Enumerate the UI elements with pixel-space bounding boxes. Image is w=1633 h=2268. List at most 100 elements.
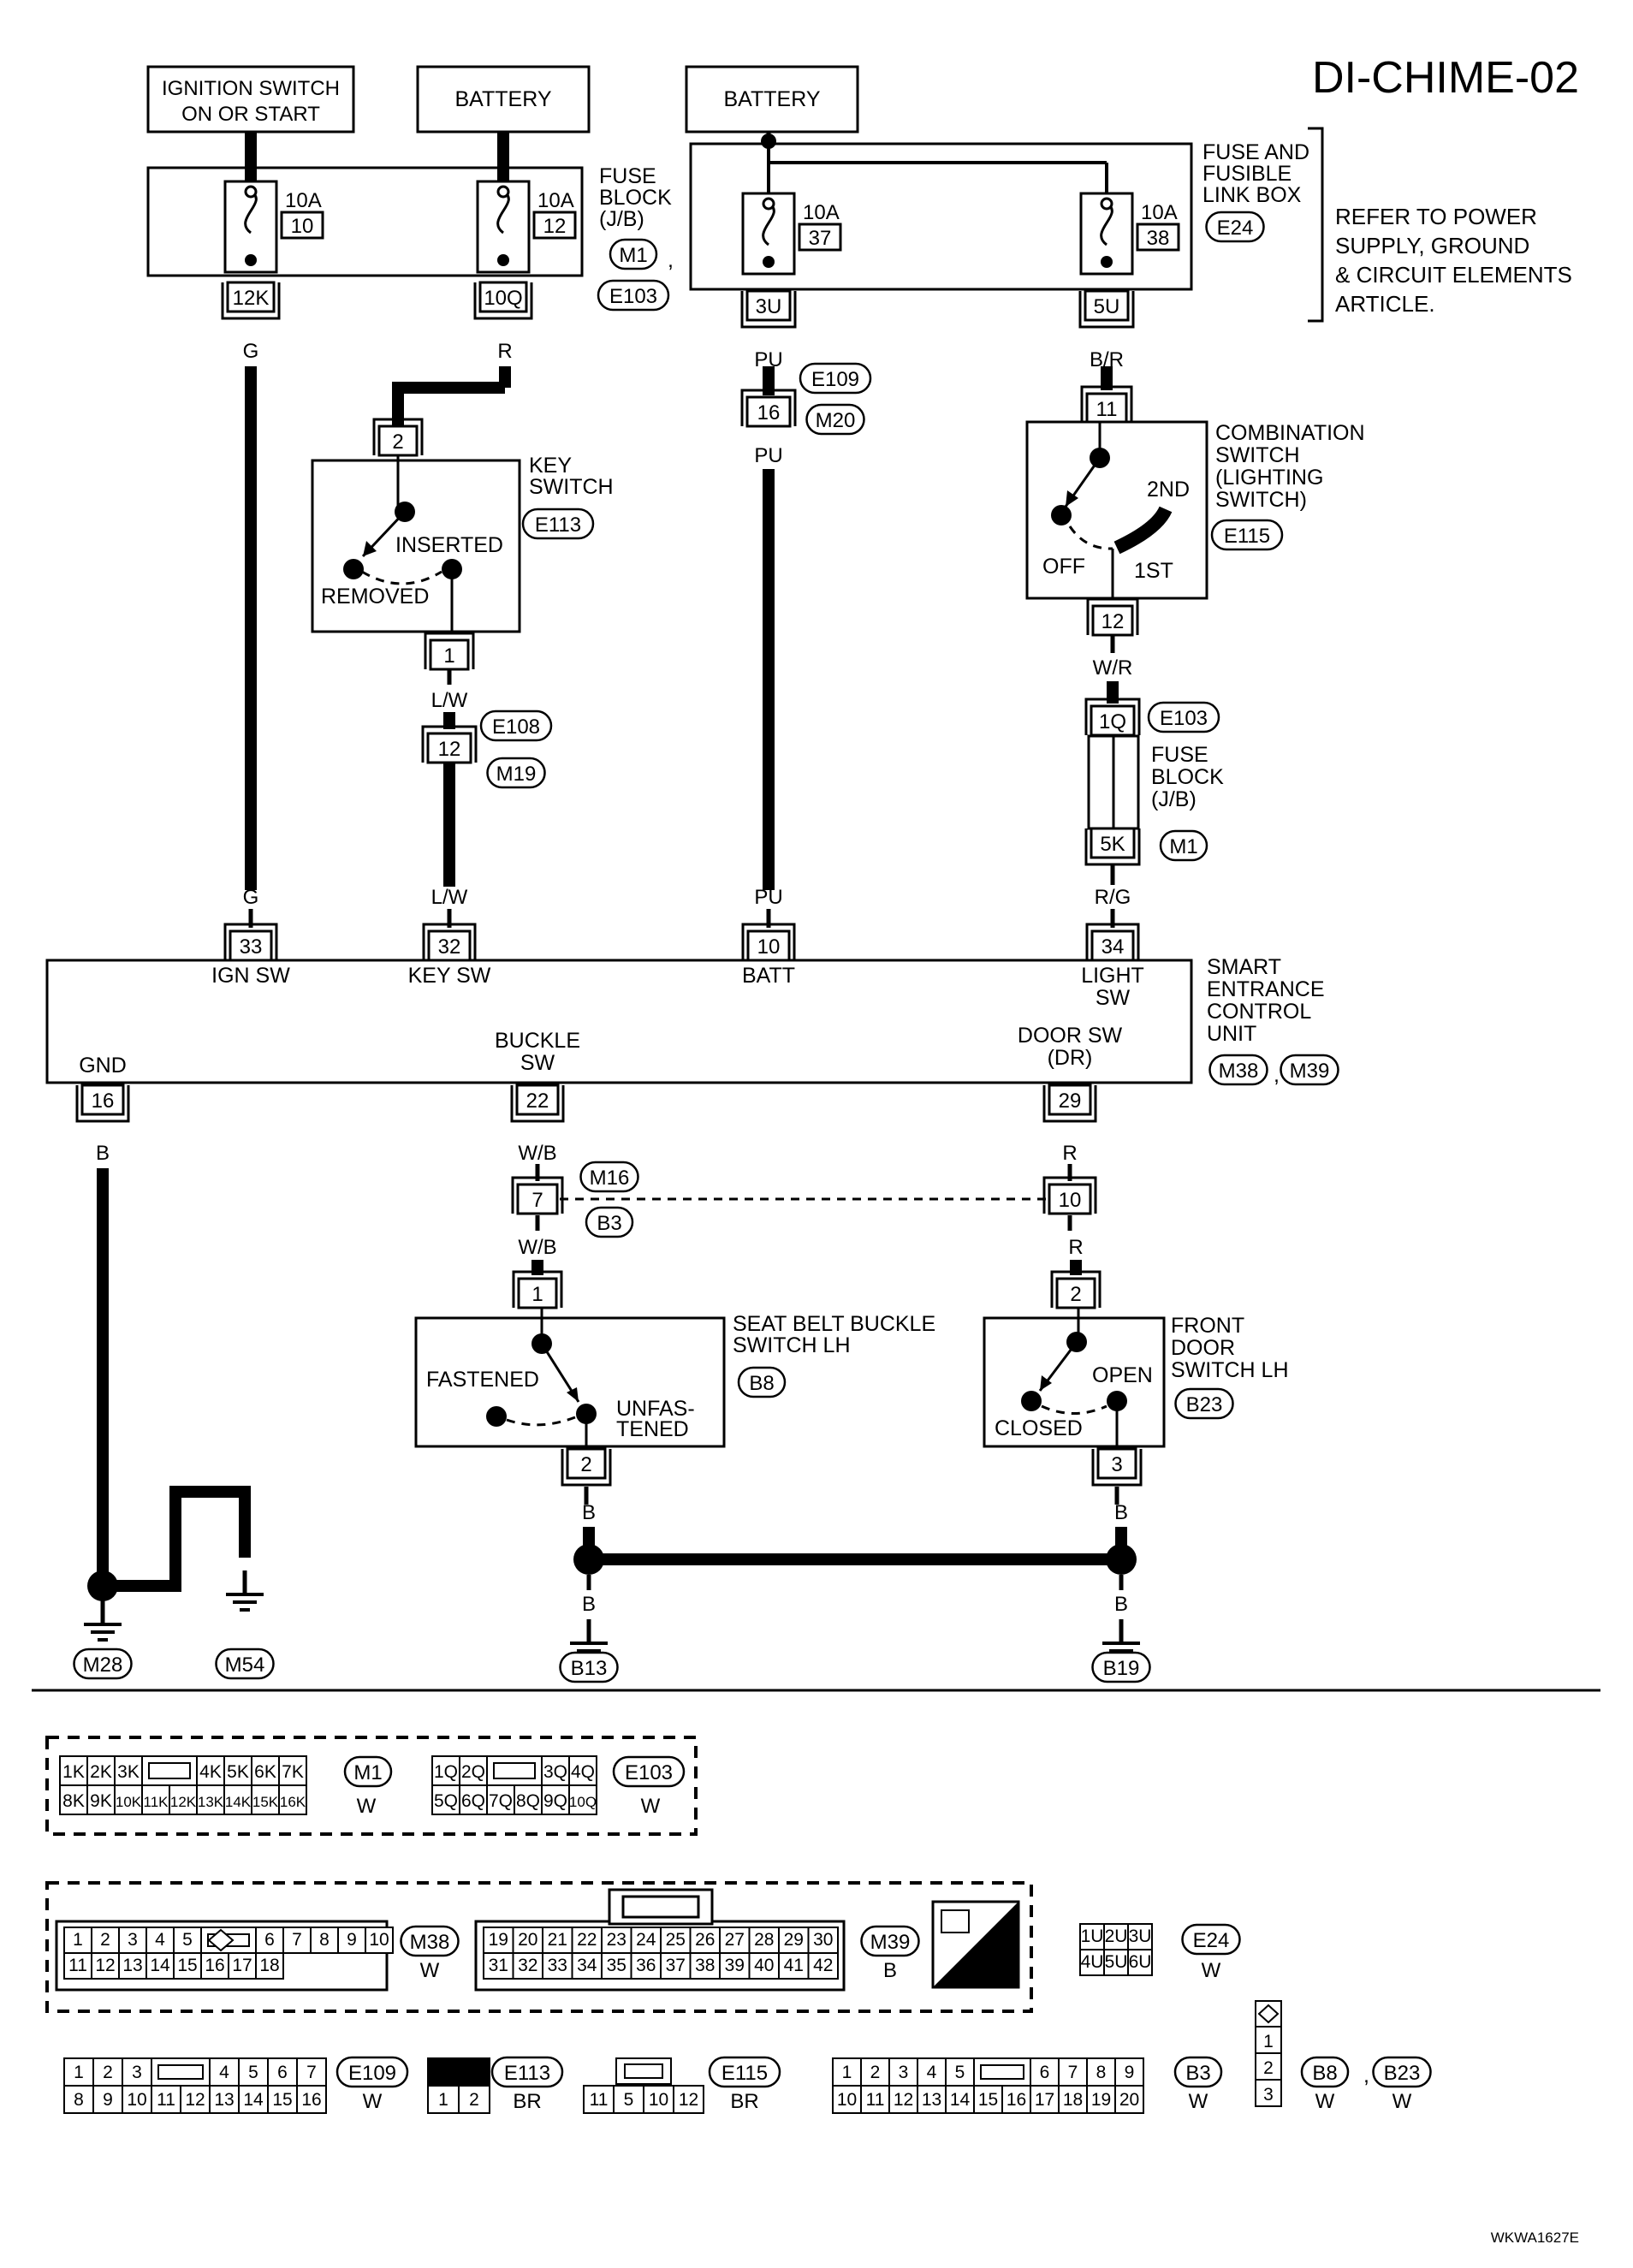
conn-b3-face-cell bbox=[888, 2057, 918, 2087]
pin-number: 5K bbox=[1100, 833, 1125, 856]
conn-m38-face-pin: 12 bbox=[95, 1956, 115, 1975]
conn-e109-face-cell bbox=[209, 2085, 240, 2114]
conn-m38-face-pin: 6 bbox=[264, 1930, 275, 1950]
pin-box bbox=[427, 929, 472, 962]
belt-fastened: FASTENED bbox=[426, 1368, 539, 1392]
diagram-code: WKWA1627E bbox=[1491, 2229, 1579, 2246]
conn-m38-face-cell bbox=[200, 1952, 229, 1980]
conn-b8-pin: 1 bbox=[1263, 2032, 1274, 2051]
combination-switch-label: (LIGHTING bbox=[1215, 466, 1323, 490]
conn-e109-face-cell bbox=[180, 2085, 211, 2114]
pin-bracket bbox=[1086, 597, 1139, 635]
pin-bracket bbox=[1078, 291, 1135, 329]
pin-box bbox=[1084, 289, 1130, 322]
conn-m1-face-cell bbox=[223, 1784, 252, 1815]
conn-e109-face-pin: 3 bbox=[132, 2063, 142, 2082]
conn-b3-face-pin: 1 bbox=[842, 2063, 852, 2082]
wire-color-r: R bbox=[497, 340, 512, 363]
conn-m38-face-cell bbox=[310, 1927, 339, 1954]
conn-m39-face-cell bbox=[512, 1952, 543, 1980]
pin-number: 10 bbox=[1059, 1189, 1082, 1212]
conn-m1-face-pin: 13K bbox=[198, 1794, 224, 1810]
wire-color-lw: L/W bbox=[431, 689, 468, 712]
conn-e103-label: E103 bbox=[1160, 707, 1208, 730]
wire-color: R bbox=[1062, 1142, 1077, 1165]
door-closed-contact bbox=[1021, 1391, 1042, 1411]
conn-e103-face-pin: 6Q bbox=[461, 1791, 485, 1811]
conn-e109-face-pin: 6 bbox=[277, 2063, 288, 2082]
conn-m38-face-cell bbox=[255, 1952, 284, 1980]
conn-m38-face-cell bbox=[255, 1927, 284, 1954]
conn-b3-face-pin: 9 bbox=[1125, 2063, 1135, 2082]
conn-m39-face-cell bbox=[719, 1927, 751, 1954]
conn-m1-face-cell bbox=[278, 1755, 307, 1786]
conn-b3-face-pin: 14 bbox=[950, 2090, 971, 2110]
conn-b23-label: B23 bbox=[1384, 2062, 1421, 2085]
conn-m1-face-cell bbox=[251, 1755, 280, 1786]
pin-number: 12K bbox=[233, 287, 270, 310]
conn-m39-face-cell bbox=[483, 1952, 514, 1980]
conn-e115-label: E115 bbox=[721, 2062, 768, 2085]
fuse-38-top-dot bbox=[1100, 197, 1113, 211]
conn-e109-oval bbox=[336, 2056, 409, 2088]
secu-pin-name: LIGHT bbox=[1081, 964, 1144, 988]
ground-m28-oval bbox=[73, 1648, 133, 1680]
conn-m39-face-pin: 42 bbox=[813, 1956, 833, 1975]
ground-junction bbox=[87, 1570, 118, 1601]
conn-b3-oval bbox=[585, 1206, 634, 1238]
conn-m39-label: M39 bbox=[870, 1931, 911, 1954]
conn-e109-label: E109 bbox=[811, 368, 859, 391]
conn-e115-oval bbox=[1210, 519, 1284, 551]
conn-e103-oval bbox=[597, 279, 670, 312]
conn-e109-color: W bbox=[363, 2090, 383, 2113]
wire-color-b: B bbox=[169, 1517, 182, 1541]
conn-m38-face-pin: 18 bbox=[259, 1956, 279, 1975]
conn-e24-face-pin: 4U bbox=[1081, 1952, 1104, 1972]
conn-m39-face-cell bbox=[778, 1952, 810, 1980]
conn-m1-face-pin: 15K bbox=[252, 1794, 279, 1810]
pin-box bbox=[566, 1447, 607, 1480]
ground-b19-oval bbox=[1091, 1651, 1151, 1683]
conn-e24-face-cell bbox=[1079, 1949, 1105, 1976]
secu-label: CONTROL bbox=[1207, 1000, 1311, 1024]
pin-number: 29 bbox=[1059, 1089, 1082, 1113]
conn-e103-oval bbox=[612, 1755, 686, 1788]
conn-m39-face-pin: 41 bbox=[784, 1956, 804, 1975]
conn-m38-face-cell bbox=[365, 1927, 394, 1954]
conn-b3-color: W bbox=[1189, 2090, 1208, 2113]
conn-m1-face-pin: 5K bbox=[227, 1762, 249, 1782]
pin-box bbox=[1090, 929, 1135, 962]
conn-b3-face-pin: 2 bbox=[870, 2063, 881, 2082]
conn-m38-face-pin: 13 bbox=[122, 1956, 142, 1975]
fuse-12-amperage: 10A bbox=[537, 189, 574, 212]
fusible-link-box-label: LINK BOX bbox=[1202, 183, 1302, 207]
battery-box-1 bbox=[416, 65, 591, 134]
wire-r-route bbox=[392, 382, 505, 426]
conn-e103-face-pin: 1Q bbox=[434, 1762, 458, 1782]
conn-e103-face-cell bbox=[514, 1784, 543, 1815]
conn-e108-oval bbox=[479, 709, 553, 742]
pin-bracket bbox=[561, 1449, 612, 1487]
conn-m39-face-cell bbox=[542, 1927, 573, 1954]
conn-b3-face-cell bbox=[1058, 2085, 1088, 2114]
wire-color-b: B bbox=[582, 1501, 596, 1524]
combination-switch-label: SWITCH bbox=[1215, 443, 1300, 467]
secu-label: SMART bbox=[1207, 955, 1281, 979]
door-travel bbox=[1041, 1404, 1107, 1415]
belt-unfastened: TENED bbox=[616, 1417, 689, 1441]
refer-note: SUPPLY, GROUND bbox=[1335, 233, 1529, 258]
battery-box-2 bbox=[685, 65, 859, 134]
conn-e103-face-pin: 2Q bbox=[461, 1762, 485, 1782]
conn-b3-face-pin: 15 bbox=[978, 2090, 998, 2110]
fuse-10-number: 10 bbox=[291, 215, 314, 238]
conn-b3-face-pin: 18 bbox=[1063, 2090, 1083, 2110]
wire-color-rg: R/G bbox=[1095, 886, 1131, 909]
comb-arrow bbox=[1066, 490, 1078, 507]
comma: , bbox=[1363, 2063, 1369, 2087]
conn-b3-face-pin: 8 bbox=[1096, 2063, 1107, 2082]
conn-m1-face-pin: 3K bbox=[117, 1762, 140, 1782]
conn-m39-face-cell bbox=[571, 1952, 603, 1980]
refer-note: ARTICLE. bbox=[1335, 291, 1435, 317]
door-open: OPEN bbox=[1092, 1363, 1153, 1387]
pin-box bbox=[80, 1084, 125, 1116]
